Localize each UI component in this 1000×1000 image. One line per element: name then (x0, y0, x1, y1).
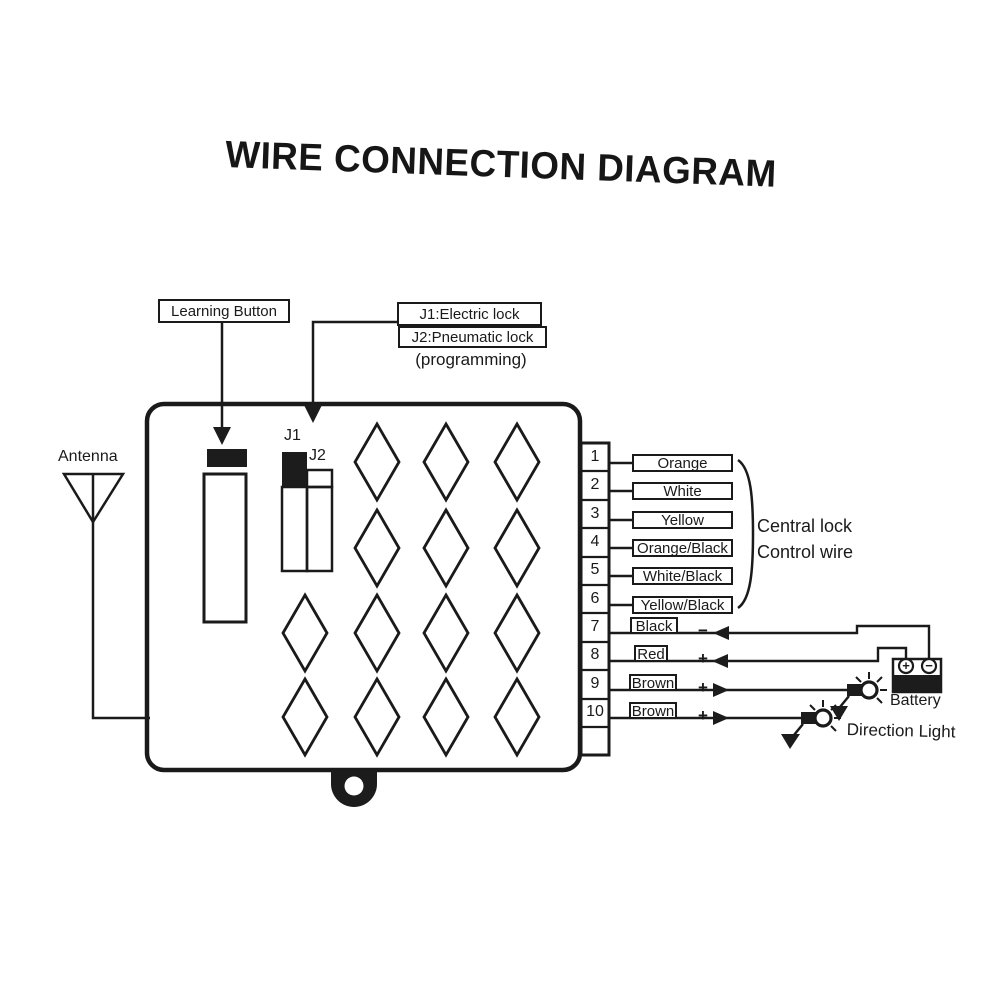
pin-number-10: 10 (586, 703, 604, 720)
pin-number-4: 4 (590, 533, 600, 550)
battery-minus-sign: − (925, 658, 933, 673)
polarity-sign-pin10: + (698, 706, 708, 725)
direction-light-bulb-2 (781, 700, 841, 749)
pin-number-9: 9 (590, 675, 600, 692)
case-diamond-pattern (281, 421, 541, 758)
wire-black-negative (609, 624, 931, 658)
battery-plus-sign: + (902, 658, 910, 673)
battery-label: Battery (890, 692, 941, 709)
antenna-label: Antenna (58, 448, 118, 465)
wire-label-yellow: Yellow (632, 511, 733, 529)
diamond (281, 592, 329, 674)
pin-number-7: 7 (590, 618, 600, 635)
polarity-sign-pin7: − (698, 621, 708, 640)
learning-button-icon (207, 449, 247, 467)
pin-number-2: 2 (590, 476, 600, 493)
diamond (422, 592, 470, 674)
light-rays-icon (855, 672, 887, 704)
central-lock-line2: Control wire (757, 542, 854, 562)
battery-positive-terminal (897, 657, 915, 675)
diamond (353, 592, 401, 674)
central-lock-brace (737, 458, 755, 610)
direction-light-label: Direction Light (846, 720, 956, 742)
diamond (493, 507, 541, 589)
polarity-sign-pin9: + (698, 678, 708, 697)
arrow-right-icon (713, 711, 729, 725)
learning-button-label: Learning Button (158, 299, 290, 323)
direction-light-bulb-1 (830, 672, 887, 721)
wire-label-orange: Orange (632, 454, 733, 472)
diamond (353, 676, 401, 758)
diamond (493, 592, 541, 674)
arrow-down-icon (781, 734, 800, 749)
diamond (353, 507, 401, 589)
pin-number-1: 1 (590, 448, 600, 465)
j1-pin-label: J1 (284, 427, 301, 444)
battery-negative-terminal (920, 657, 938, 675)
j1-jumper-icon (282, 452, 307, 487)
arrow-left-icon (713, 626, 729, 640)
diamond (353, 421, 401, 503)
diamond (422, 507, 470, 589)
central-lock-line1: Central lock (757, 516, 853, 536)
wire-label-brown-1: Brown (629, 674, 677, 691)
wire-label-red: Red (634, 645, 668, 662)
jumper-callout-line (311, 320, 397, 406)
pin-number-8: 8 (590, 646, 600, 663)
wire-label-yellow-black: Yellow/Black (632, 596, 733, 614)
wire-red-positive (609, 646, 908, 663)
pin-number-6: 6 (590, 590, 600, 607)
pin-number-3: 3 (590, 505, 600, 522)
wire-label-brown-2: Brown (629, 702, 677, 719)
central-lock-group-label: Central lock Control wire (757, 513, 853, 565)
arrow-down-icon (304, 405, 322, 423)
pin-connector (579, 441, 611, 757)
arrow-down-icon (213, 427, 231, 445)
battery-icon (891, 657, 943, 694)
arrow-down-icon (830, 706, 848, 721)
mounting-hole-icon (344, 776, 364, 796)
diamond (422, 676, 470, 758)
wire-label-black: Black (630, 617, 678, 634)
wire-label-white-black: White/Black (632, 567, 733, 585)
diamond (493, 676, 541, 758)
programming-note: (programming) (415, 350, 527, 369)
diamond (493, 421, 541, 503)
j2-label: J2:Pneumatic lock (398, 326, 547, 348)
j1-label: J1:Electric lock (397, 302, 542, 326)
pin-number-5: 5 (590, 561, 600, 578)
diamond (281, 676, 329, 758)
j2-jumper-slot (305, 485, 334, 573)
antenna-icon (61, 472, 150, 720)
wire-label-orange-black: Orange/Black (632, 539, 733, 557)
light-rays-icon (809, 700, 841, 732)
learning-button-slot (202, 472, 248, 624)
arrow-right-icon (713, 683, 729, 697)
wire-leads (609, 461, 633, 607)
wire-label-white: White (632, 482, 733, 500)
polarity-sign-pin8: + (698, 649, 708, 668)
j2-pin-label: J2 (309, 447, 326, 464)
arrow-left-icon (712, 654, 728, 668)
diamond (422, 421, 470, 503)
